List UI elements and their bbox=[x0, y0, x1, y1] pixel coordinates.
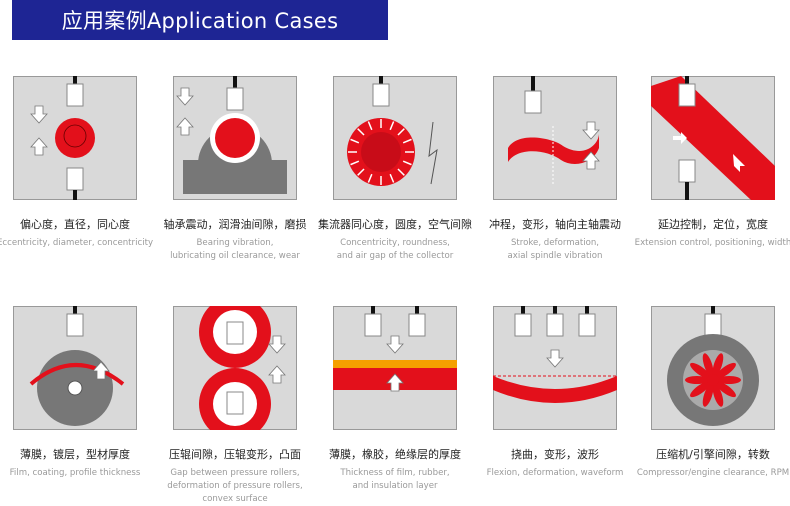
case-title: 挠曲，变形，波形 bbox=[511, 448, 599, 461]
collector-concentricity-illustration bbox=[333, 76, 457, 200]
case-subtitle-line: Extension control, positioning, width bbox=[634, 238, 790, 248]
case-subtitle: Compressor/engine clearance, RPM bbox=[633, 467, 790, 480]
case-subtitle-line: Stroke, deformation, bbox=[510, 238, 600, 248]
case-subtitle: Eccentricity, diameter, concentricity bbox=[0, 237, 155, 250]
case-title: 压缩机/引擎间隙，转数 bbox=[656, 448, 770, 461]
case-subtitle: Stroke, deformation, axial spindle vibrat… bbox=[475, 237, 635, 263]
case-subtitle: Concentricity, roundness, and air gap of … bbox=[315, 237, 475, 263]
case-card-compressor-clearance: 压缩机/引擎间隙，转数 Compressor/engine clearance,… bbox=[633, 306, 790, 480]
stroke-deformation-illustration bbox=[493, 76, 617, 200]
case-card-bearing-vibration: 轴承震动，润滑油间隙，磨损 Bearing vibration, lubricat… bbox=[155, 76, 315, 263]
page-title: 应用案例Application Cases bbox=[12, 0, 388, 40]
compressor-clearance-illustration bbox=[651, 306, 775, 430]
roller-gap-illustration bbox=[173, 306, 297, 430]
case-card-layer-thickness: 薄膜，橡胶，绝缘层的厚度 Thickness of film, rubber, a… bbox=[315, 306, 475, 493]
case-title: 集流器同心度，圆度，空气间隙 bbox=[318, 218, 472, 231]
case-subtitle-line: Compressor/engine clearance, RPM bbox=[636, 468, 790, 478]
case-card-extension-control: 延边控制，定位，宽度 Extension control, positionin… bbox=[633, 76, 790, 250]
extension-control-illustration bbox=[651, 76, 775, 200]
flexion-illustration bbox=[493, 306, 617, 430]
case-card-collector-concentricity: 集流器同心度，圆度，空气间隙 Concentricity, roundness,… bbox=[315, 76, 475, 263]
case-subtitle-line: Concentricity, roundness, bbox=[340, 238, 450, 248]
case-title: 薄膜，镀层，型材厚度 bbox=[20, 448, 130, 461]
case-card-eccentricity: 偏心度，直径，同心度 Eccentricity, diameter, conce… bbox=[0, 76, 155, 250]
case-subtitle-line: axial spindle vibration bbox=[507, 251, 603, 261]
case-card-film-thickness: 薄膜，镀层，型材厚度 Film, coating, profile thickn… bbox=[0, 306, 155, 480]
case-subtitle: Extension control, positioning, width bbox=[633, 237, 790, 250]
eccentricity-illustration bbox=[13, 76, 137, 200]
case-card-flexion: 挠曲，变形，波形 Flexion, deformation, waveform bbox=[475, 306, 635, 480]
case-card-stroke-deformation: 冲程，变形，轴向主轴震动 Stroke, deformation, axial s… bbox=[475, 76, 635, 263]
case-title: 延边控制，定位，宽度 bbox=[658, 218, 768, 231]
film-thickness-illustration bbox=[13, 306, 137, 430]
case-subtitle-line: Gap between pressure rollers, bbox=[170, 468, 300, 478]
case-subtitle: Bearing vibration, lubricating oil cleara… bbox=[155, 237, 315, 263]
case-subtitle-line: convex surface bbox=[202, 494, 268, 504]
case-subtitle-line: Bearing vibration, bbox=[196, 238, 274, 248]
case-subtitle-line: Flexion, deformation, waveform bbox=[486, 468, 624, 478]
case-title: 冲程，变形，轴向主轴震动 bbox=[489, 218, 621, 231]
case-title: 轴承震动，润滑油间隙，磨损 bbox=[163, 218, 307, 231]
case-subtitle-line: and air gap of the collector bbox=[336, 251, 454, 261]
case-subtitle-line: and insulation layer bbox=[352, 481, 438, 491]
case-subtitle: Thickness of film, rubber, and insulation… bbox=[315, 467, 475, 493]
case-subtitle-line: Film, coating, profile thickness bbox=[9, 468, 141, 478]
case-subtitle-line: lubricating oil clearance, wear bbox=[170, 251, 300, 261]
case-subtitle: Flexion, deformation, waveform bbox=[475, 467, 635, 480]
case-subtitle-line: Thickness of film, rubber, bbox=[340, 468, 450, 478]
case-subtitle: Gap between pressure rollers, deformation… bbox=[155, 467, 315, 506]
case-card-roller-gap: 压辊间隙，压辊变形，凸面 Gap between pressure roller… bbox=[155, 306, 315, 506]
case-subtitle-line: deformation of pressure rollers, bbox=[167, 481, 303, 491]
case-title: 偏心度，直径，同心度 bbox=[20, 218, 130, 231]
case-title: 薄膜，橡胶，绝缘层的厚度 bbox=[329, 448, 461, 461]
case-subtitle-line: Eccentricity, diameter, concentricity bbox=[0, 238, 154, 248]
case-subtitle: Film, coating, profile thickness bbox=[0, 467, 155, 480]
layer-thickness-illustration bbox=[333, 306, 457, 430]
case-title: 压辊间隙，压辊变形，凸面 bbox=[169, 448, 301, 461]
bearing-vibration-illustration bbox=[173, 76, 297, 200]
